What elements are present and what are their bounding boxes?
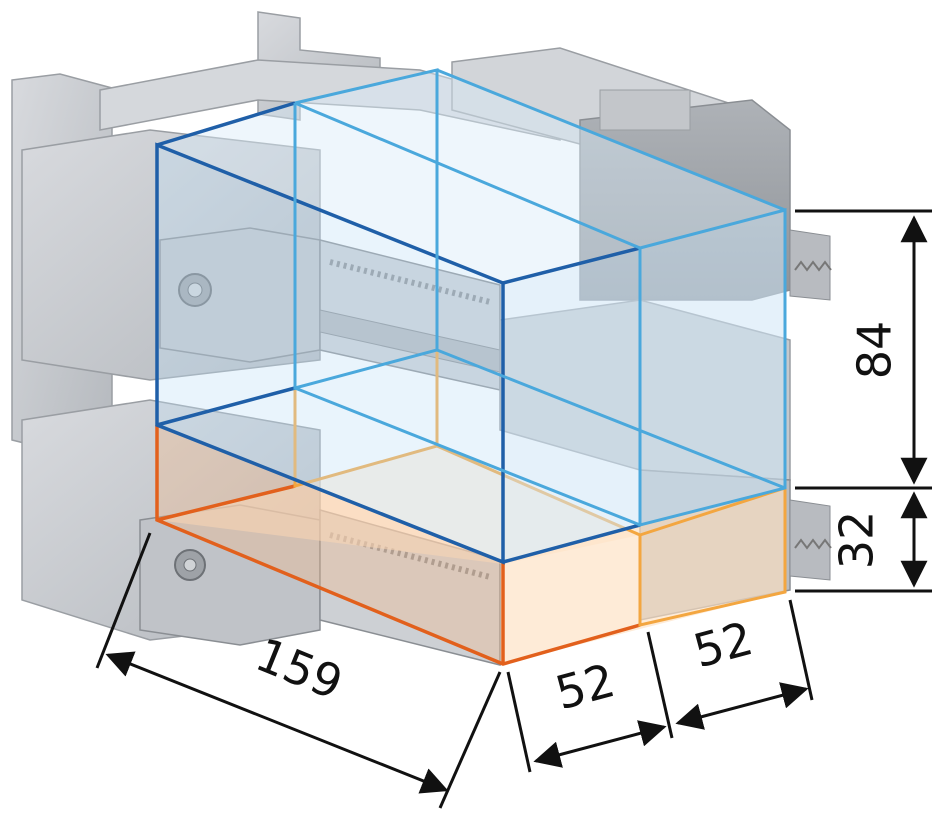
dim-label-52-left: 52 — [550, 653, 621, 720]
blue-box-bottom-mid-edge — [502, 523, 641, 564]
machine-teeth-bottom — [789, 499, 831, 581]
blue-box-bottom-left-edge — [156, 386, 296, 427]
orange-box-front-edge — [155, 425, 641, 666]
ext-line-right — [788, 599, 814, 701]
blue-box-top-back-edge — [436, 68, 786, 212]
orange-box-front-face — [157, 425, 503, 664]
dimension-lines — [95, 209, 932, 809]
machine-slot-1 — [599, 89, 691, 131]
machine-upper-screw-inner — [187, 282, 203, 298]
dim-label-84: 84 — [848, 321, 902, 380]
blue-volume-box — [155, 68, 787, 565]
ext-line-mid — [646, 631, 674, 739]
blue-box-front-mid-edge — [502, 246, 641, 285]
blue-box-right-face — [503, 210, 785, 562]
machine-top-plate — [99, 59, 561, 141]
orange-box-top-right-edge — [639, 486, 786, 537]
machine-teeth-pattern-top — [794, 260, 832, 272]
blue-box-bottom-back-edge — [436, 348, 786, 490]
dim-label-159: 159 — [248, 627, 350, 710]
ext-line-depth-left — [95, 532, 152, 669]
blue-box-right-edges — [638, 208, 787, 527]
orange-box-back-edges — [293, 350, 439, 488]
ext-line-front-corner-2 — [506, 671, 532, 773]
orange-box-right-face — [503, 488, 785, 664]
blue-box-front-top-edge — [156, 101, 296, 147]
orange-box-bottom-left-edge — [156, 484, 296, 522]
dim-label-52-right: 52 — [688, 611, 759, 678]
dim-arrow-52-left — [533, 720, 667, 768]
dim-arrow-52-right — [675, 682, 809, 730]
machine-teeth-pattern-bottom — [794, 538, 832, 550]
dim-label-32: 32 — [830, 511, 884, 570]
blue-box-top-inner-edge — [294, 101, 641, 250]
machine-lower-screw-inner — [183, 558, 197, 572]
ext-line-front-corner — [438, 671, 502, 809]
blue-box-mid-inner-edge — [294, 386, 641, 527]
dim-arrow-159 — [105, 651, 449, 794]
orange-box-right-edges — [638, 488, 787, 627]
